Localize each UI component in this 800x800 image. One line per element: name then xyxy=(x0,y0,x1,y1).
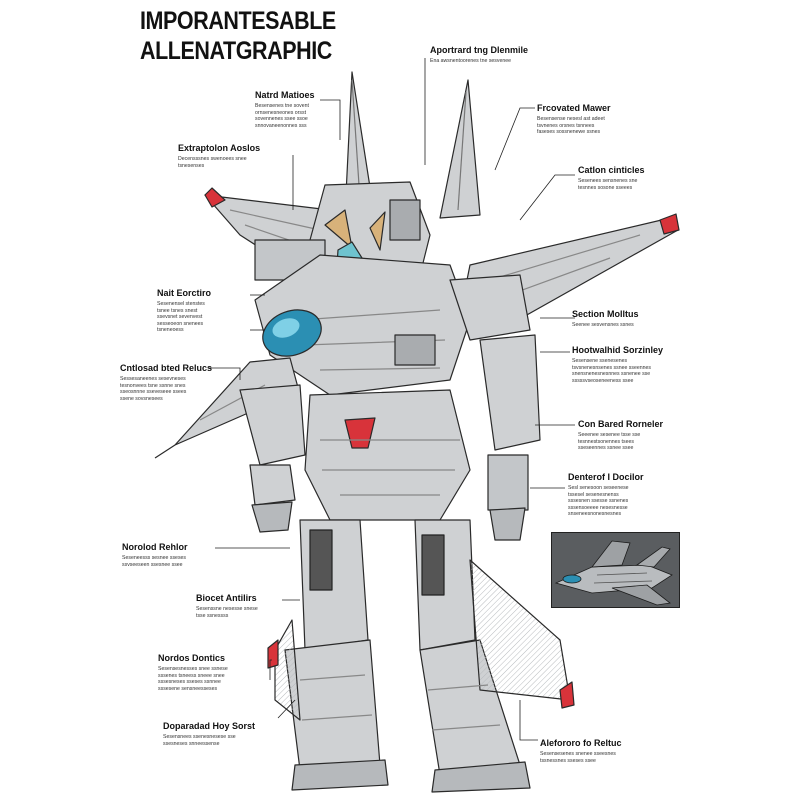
callout-desc: Sesenssne nesesse snese tsse ssnessss xyxy=(196,606,258,619)
callout-title: Nait Eorctiro xyxy=(157,288,212,298)
callout-desc: Sesl senesoon seseenese tssesel sesenesn… xyxy=(568,485,629,518)
callout-title: Biocet Antilirs xyxy=(196,593,257,603)
callout-desc: Besensenes tne sovent ornsenesneones ors… xyxy=(255,103,309,129)
foot-right xyxy=(431,761,531,793)
callout-extraptolon: Extraptolon Aoslos Decensssnes swenoees … xyxy=(178,143,260,169)
shoulder-right xyxy=(449,274,531,341)
torso xyxy=(304,389,471,521)
callout-natrd: Natrd Matioes Besensenes tne sovent orns… xyxy=(255,90,315,129)
callout-frcovated: Frcovated Mawer Besensense nesesl ast ad… xyxy=(537,103,611,136)
callout-title: Natrd Matioes xyxy=(255,90,315,100)
callout-desc: Sesensnees ssenesnesese sse ssesneses sn… xyxy=(163,734,236,747)
callout-desc: Sesenees sensnenes sne tesnnes sosone ss… xyxy=(578,178,638,191)
hand-right xyxy=(489,507,526,541)
callout-norolod: Norolod Rehlor Seseneesss sesnee sseses … xyxy=(122,542,188,568)
callout-title: Extraptolon Aoslos xyxy=(178,143,261,153)
callout-title: Con Bared Rorneler xyxy=(578,419,664,429)
callout-title: Nordos Dontics xyxy=(158,653,226,663)
callout-desc: Sesensene ssenesenes tsvsnenesnsenes ssn… xyxy=(572,358,652,384)
head-crest xyxy=(324,209,353,249)
callout-conbared: Con Bared Rorneler Seeenee sesenee tsse … xyxy=(578,419,663,452)
jet-mode-inset xyxy=(551,532,680,608)
callout-alefororo: Alefororo fo Reltuc Sesensesenes snenee … xyxy=(540,738,622,764)
callout-title: Section Molltus xyxy=(572,309,639,319)
callout-desc: Sesensesenes snenee sseesnes tssnessnes … xyxy=(540,751,616,764)
callout-biocet: Biocet Antilirs Sesenssne nesesse snese … xyxy=(196,593,258,619)
callout-desc: Sesenensel stenstes tsnee tsnes snest ss… xyxy=(157,301,205,334)
callout-hootwalhid: Hootwalhid Sorzinley Sesensene ssenesene… xyxy=(572,345,663,384)
callout-aportrard: Aportrard tng Dlenmile Ena awsnentoorene… xyxy=(430,45,528,65)
callout-title: Alefororo fo Reltuc xyxy=(540,738,622,748)
callout-title: Frcovated Mawer xyxy=(537,103,611,113)
callout-desc: Besensense nesesl ast adeet tsvnenes ors… xyxy=(537,116,605,136)
jet-mode-illustration xyxy=(554,540,673,606)
callout-title: Catlon cinticles xyxy=(578,165,645,175)
nose-cone xyxy=(174,357,301,446)
callout-desc: Seenee sesvensnes ssnes xyxy=(572,322,634,328)
callout-desc: Sessesaneenes sesevneses tesnonvees tsne… xyxy=(120,376,187,402)
callout-desc: Decensssnes swenoees snee tsnesenses xyxy=(178,156,247,169)
title-line-1: IMPORANTESABLE xyxy=(140,7,336,35)
callout-desc: Seseneesss sesnee sseses ssvseeseen sses… xyxy=(122,555,187,568)
callout-doparadad: Doparadad Hoy Sorst Sesensnees ssenesnes… xyxy=(163,721,255,747)
page-title: IMPORANTESABLE ALLENATGRAPHIC xyxy=(140,6,336,66)
callout-title: Denterof I Docilor xyxy=(568,472,644,482)
callout-desc: Seeenee sesenee tsse sse tesnnestsonenne… xyxy=(578,432,641,452)
title-line-2: ALLENATGRAPHIC xyxy=(140,37,332,65)
arm-left xyxy=(239,384,306,466)
callout-catlon: Catlon cinticles Sesenees sensnenes sne … xyxy=(578,165,645,191)
callout-title: Doparadad Hoy Sorst xyxy=(163,721,256,731)
callout-section: Section Molltus Seenee sesvensnes ssnes xyxy=(572,309,639,329)
tail-fin-right xyxy=(439,79,481,219)
callout-title: Hootwalhid Sorzinley xyxy=(572,345,664,355)
callout-nait: Nait Eorctiro Sesenensel stenstes tsnee … xyxy=(157,288,211,334)
callout-desc: Ena awsnentoorenes tne sesvenee xyxy=(430,58,512,64)
callout-denterof: Denterof I Docilor Sesl senesoon seseene… xyxy=(568,472,644,518)
callout-title: Cntlosad bted Relucs xyxy=(120,363,213,373)
callout-title: Aportrard tng Dlenmile xyxy=(430,45,529,55)
arm-right xyxy=(479,334,541,451)
callout-nordos: Nordos Dontics Sesensesnesses snee ssnes… xyxy=(158,653,228,692)
leader-lines xyxy=(208,58,575,741)
callout-title: Norolod Rehlor xyxy=(122,542,188,552)
callout-cntlosad: Cntlosad bted Relucs Sessesaneenes sesev… xyxy=(120,363,212,402)
callout-desc: Sesensesnesses snee ssnese sssenes tsnee… xyxy=(158,666,228,692)
foot-left xyxy=(291,759,389,791)
hand-left xyxy=(251,501,293,533)
